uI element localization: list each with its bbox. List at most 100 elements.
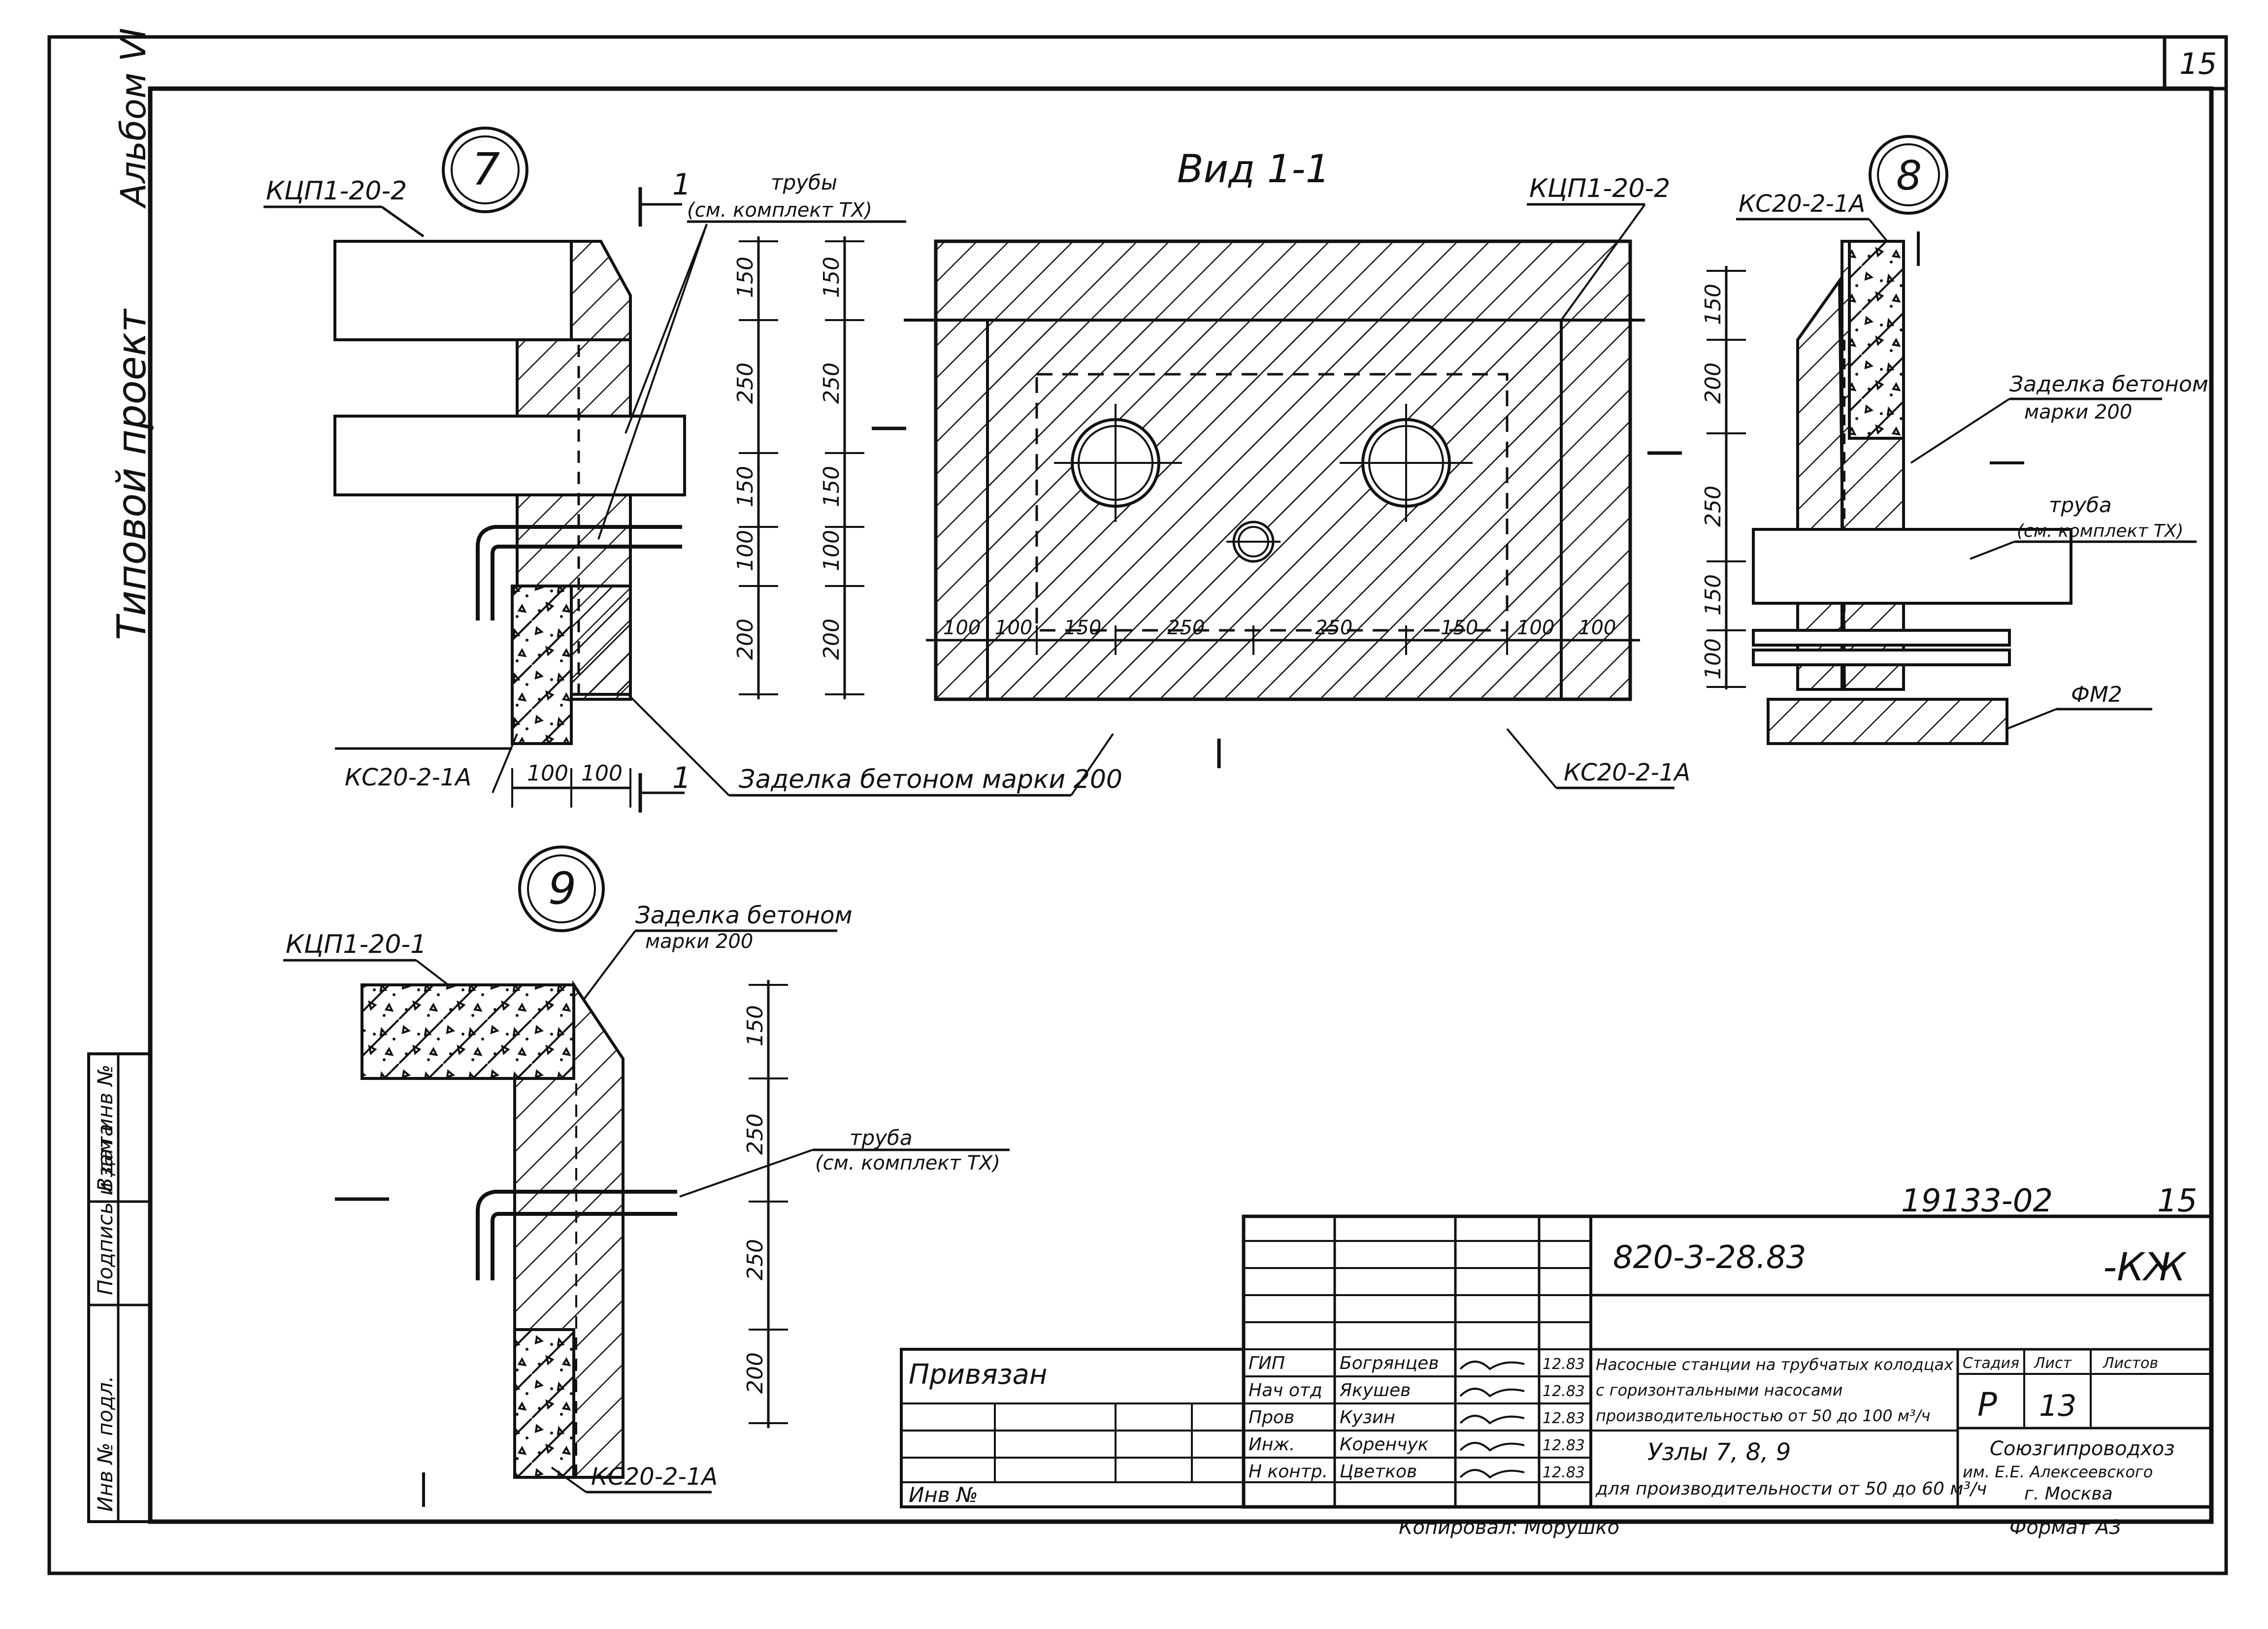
date-4: 12.83 — [1543, 1437, 1585, 1454]
node-7-seal: Заделка бетоном марки 200 — [739, 765, 1122, 794]
node-9-number: 9 — [548, 863, 576, 914]
stage-header: Стадия — [1963, 1355, 2019, 1372]
view-1-1-dim-h-3: 150 — [1064, 617, 1101, 639]
project-name-text: Насосные станции на трубчатых колодцах с… — [1596, 1355, 1954, 1425]
view-1-1: Вид 1-1 КЦП1-20-2 КС20-2-1А — [819, 147, 1690, 796]
node-7-label-bottom: КС20-2-1А — [345, 764, 471, 791]
role-3: Пров — [1249, 1407, 1294, 1428]
node-9-dim-v-3: 250 — [743, 1239, 768, 1280]
node-7: 7 1 1 КЦП1-20-2 трубы (см. комплект ТХ) — [263, 127, 1122, 813]
view-1-1-dim-h-1: 100 — [943, 617, 981, 639]
node-7-dim-v-5: 200 — [733, 619, 758, 660]
view-1-1-dim-h-5: 250 — [1315, 617, 1352, 639]
view-1-1-label-bottom: КС20-2-1А — [1564, 759, 1690, 786]
sheet-subtitle: для производительности от 50 до 60 м³/ч — [1595, 1479, 1987, 1499]
view-1-1-dim-h-7: 100 — [1517, 617, 1554, 639]
name-1: Богрянцев — [1340, 1353, 1439, 1373]
sheet-frame: 15 — [47, 35, 2228, 1575]
node-8-seal-line2: марки 200 — [2024, 401, 2132, 424]
org-line3: г. Москва — [2024, 1484, 2113, 1504]
node-8: 8 КС20-2-1А Заделка бетоном марки 200 тр… — [1701, 135, 2208, 745]
node-9-dim-v-1: 150 — [743, 1005, 768, 1046]
doc-code: 820-3-28.83 — [1613, 1239, 1806, 1276]
view-1-1-title: Вид 1-1 — [1177, 147, 1330, 192]
date-3: 12.83 — [1543, 1410, 1585, 1427]
node-8-dim-v-2: 200 — [1701, 362, 1726, 404]
node-9-label-top: КЦП1-20-1 — [286, 930, 427, 959]
sheet-header: Лист — [2034, 1355, 2072, 1372]
node-7-section-bottom: 1 — [672, 761, 691, 795]
inventory-number: 19133-02 — [1901, 1183, 2053, 1219]
node-8-dim-v-3: 250 — [1701, 486, 1726, 527]
node-9-pipe-line1: труба — [850, 1126, 913, 1150]
view-1-1-dim-v-4: 100 — [819, 530, 844, 571]
doc-suffix: -КЖ — [2103, 1245, 2187, 1290]
node-7-number: 7 — [472, 144, 500, 195]
view-1-1-label-top: КЦП1-20-2 — [1529, 174, 1670, 203]
date-1: 12.83 — [1543, 1356, 1585, 1373]
view-1-1-dim-v-2: 250 — [819, 362, 844, 404]
node-8-dim-v-4: 150 — [1701, 574, 1726, 616]
node-7-pipes-line2: (см. комплект ТХ) — [687, 199, 872, 222]
name-5: Цветков — [1340, 1462, 1417, 1482]
view-1-1-dim-v-5: 200 — [819, 619, 844, 660]
node-9-seal-line1: Заделка бетоном — [635, 902, 853, 929]
org-line2: им. Е.Е. Алексеевского — [1963, 1463, 2153, 1481]
side-stamp-col1: Инв № подл. — [93, 1376, 117, 1512]
role-4: Инж. — [1249, 1434, 1295, 1455]
side-stamp-col3: Взам инв № — [93, 1065, 117, 1192]
node-7-dim-v-1: 150 — [733, 257, 758, 298]
node-9-dim-v-2: 250 — [743, 1113, 768, 1155]
view-1-1-dim-v-1: 150 — [819, 257, 844, 298]
format-label: Формат А3 — [2009, 1516, 2122, 1539]
node-9-dim-v-4: 200 — [743, 1352, 768, 1394]
node-7-dim-v-2: 250 — [733, 362, 758, 404]
node-7-dim-v-3: 150 — [733, 466, 758, 507]
node-9-seal-line2: марки 200 — [645, 930, 753, 953]
node-7-dim-h-1: 100 — [527, 761, 568, 786]
node-8-label-fm: ФМ2 — [2071, 682, 2122, 707]
node-7-pipes-line1: трубы — [771, 170, 837, 195]
stage-value: Р — [1977, 1386, 1997, 1424]
tied-label: Привязан — [909, 1359, 1047, 1391]
node-7-label-top: КЦП1-20-2 — [266, 176, 407, 206]
role-2: Нач отд — [1249, 1380, 1322, 1401]
copied-by: Копировал: Морушко — [1399, 1516, 1619, 1539]
node-8-label-top: КС20-2-1А — [1739, 190, 1865, 218]
node-8-dim-v-1: 150 — [1701, 284, 1726, 325]
org-line1: Союзгипроводхоз — [1990, 1437, 2175, 1460]
title-block: 19133-02 15 Привязан Инв № ГИП На — [900, 1183, 2213, 1539]
node-9-pipe-line2: (см. комплект ТХ) — [815, 1152, 1000, 1174]
node-8-number: 8 — [1896, 153, 1922, 199]
name-3: Кузин — [1340, 1407, 1395, 1428]
role-5: Н контр. — [1249, 1462, 1328, 1482]
node-8-pipe-line2: (см. комплект ТХ) — [2017, 521, 2183, 541]
role-1: ГИП — [1249, 1353, 1285, 1373]
node-8-dim-v-5: 100 — [1701, 638, 1726, 680]
sheet-value: 13 — [2039, 1389, 2076, 1423]
node-7-dim-h-2: 100 — [581, 761, 623, 786]
view-1-1-dim-h-8: 100 — [1578, 617, 1616, 639]
node-7-top-slab — [333, 240, 573, 341]
page-number: 15 — [2179, 47, 2217, 81]
name-4: Коренчук — [1340, 1434, 1429, 1455]
node-7-dim-v-4: 100 — [733, 530, 758, 571]
sheets-header: Листов — [2103, 1355, 2158, 1372]
node-9: 9 КЦП1-20-1 Заделка бетоном марки 200 тр… — [283, 846, 1010, 1507]
view-1-1-dim-v-3: 150 — [819, 466, 844, 507]
side-titles: Альбом VI Типовой проект — [109, 28, 155, 640]
node-8-seal-line1: Заделка бетоном — [2009, 372, 2208, 397]
sheet-title: Узлы 7, 8, 9 — [1647, 1438, 1791, 1466]
sheet-number-top: 15 — [2157, 1183, 2197, 1219]
node-7-section-top: 1 — [672, 167, 691, 202]
side-stamp: Инв № подл. Подпись и дата Взам инв № — [87, 1052, 152, 1523]
view-1-1-dim-h-4: 250 — [1167, 617, 1205, 639]
node-8-pipe-line1: труба — [2049, 493, 2112, 517]
side-stamp-col2: Подпись и дата — [93, 1124, 117, 1295]
inv-label: Инв № — [909, 1483, 978, 1507]
side-album: Альбом VI — [113, 28, 154, 209]
name-2: Якушев — [1339, 1380, 1411, 1401]
node-9-label-bottom: КС20-2-1А — [591, 1463, 718, 1491]
date-2: 12.83 — [1543, 1383, 1585, 1400]
